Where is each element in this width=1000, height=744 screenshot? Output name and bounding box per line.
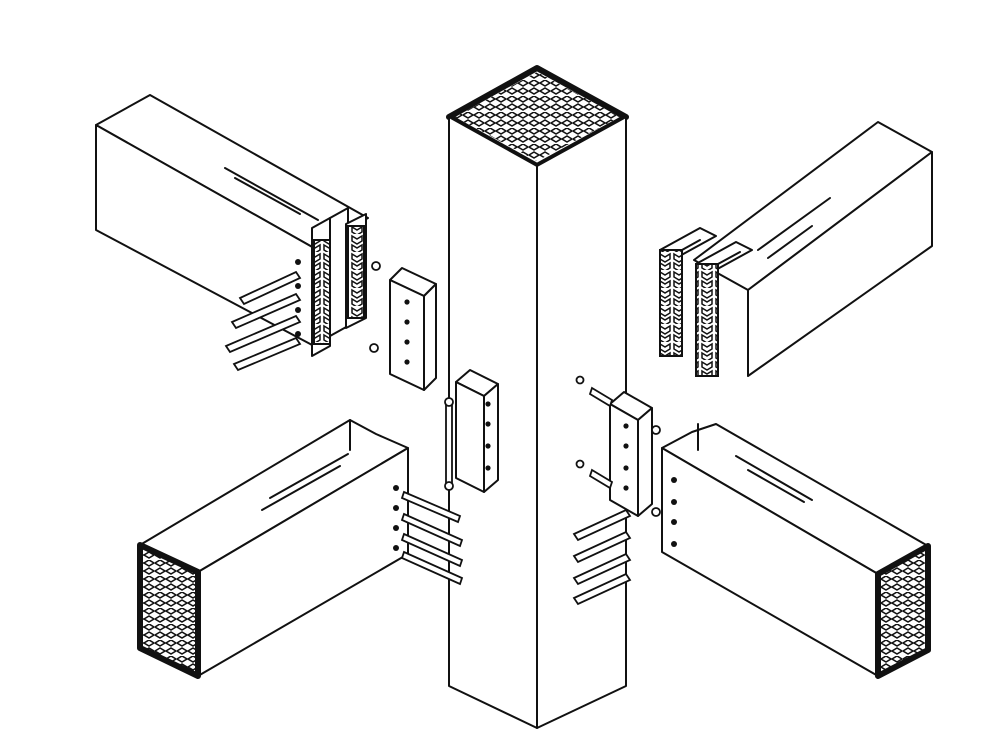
upper-left-beam <box>95 94 369 357</box>
upper-right-beam <box>659 121 933 377</box>
connector-plate-right <box>575 375 661 517</box>
lower-left-beam <box>137 419 409 679</box>
lower-right-beam <box>661 423 931 679</box>
connector-plate-upper <box>389 267 437 391</box>
lower-right-pins <box>572 508 632 606</box>
lower-left-pins <box>400 490 464 586</box>
upper-left-pins <box>224 261 381 372</box>
connector-plate-column <box>444 369 499 493</box>
